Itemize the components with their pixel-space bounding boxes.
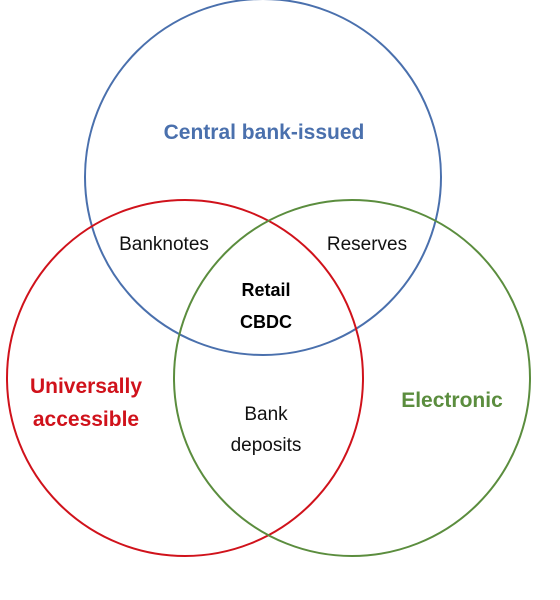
central-bank-issued-label: Central bank-issued: [164, 121, 365, 144]
bank-deposits-label-line1: Bank: [244, 404, 288, 425]
central-bank-issued-circle: [84, 0, 442, 356]
electronic-circle: [173, 199, 531, 557]
universally-accessible-label-line1: Universally: [30, 375, 142, 398]
bank-deposits-label-line2: deposits: [231, 435, 302, 456]
universally-accessible-circle: [6, 199, 364, 557]
retail-cbdc-label-line1: Retail: [241, 280, 290, 300]
banknotes-label: Banknotes: [119, 234, 209, 255]
reserves-label: Reserves: [327, 234, 407, 255]
retail-cbdc-label-line2: CBDC: [240, 312, 292, 332]
electronic-label: Electronic: [401, 389, 503, 412]
universally-accessible-label-line2: accessible: [33, 408, 139, 431]
